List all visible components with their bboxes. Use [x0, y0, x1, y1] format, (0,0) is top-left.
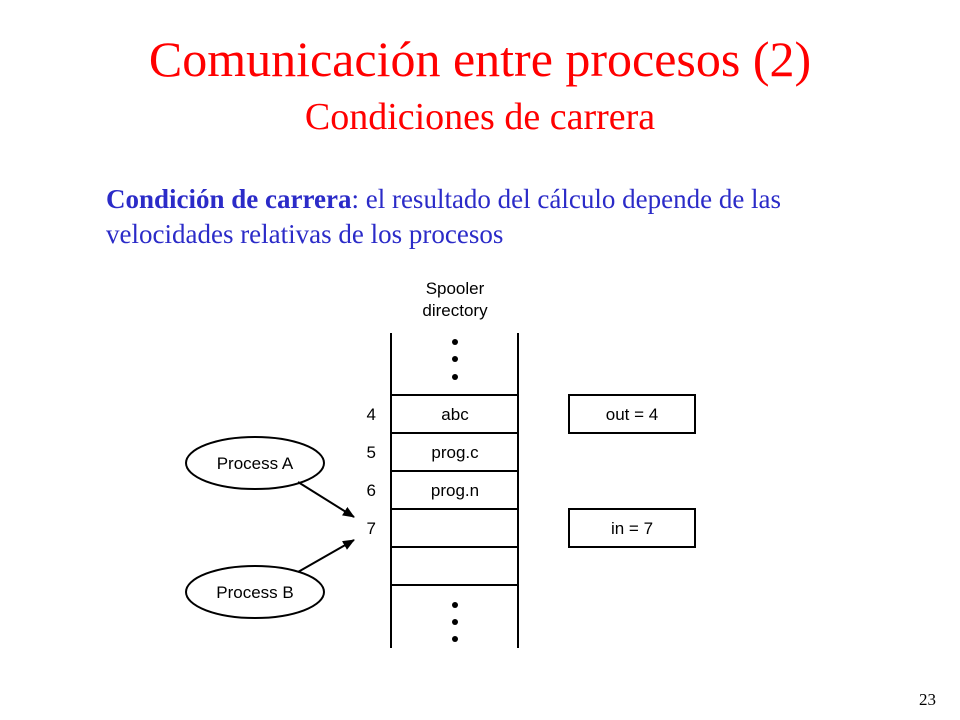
- in-variable-box: [568, 508, 696, 548]
- ellipsis-bottom: [452, 602, 458, 642]
- in-variable-label: in = 7: [611, 519, 653, 538]
- definition-text: : el resultado del cálculo depende de la…: [106, 184, 782, 249]
- process-b-label: Process B: [216, 583, 293, 602]
- out-variable-box: [568, 394, 696, 434]
- slot-content: abc: [441, 405, 469, 424]
- process-b-arrow: [297, 539, 355, 573]
- ellipsis-top: [452, 339, 458, 380]
- slide-subtitle: Condiciones de carrera: [304, 96, 656, 138]
- page-number: 23: [919, 690, 936, 709]
- process-b-ellipse: [185, 565, 325, 619]
- definition-paragraph: Condición de carrera: el resultado del c…: [106, 182, 886, 252]
- slot-index: 6: [367, 481, 376, 500]
- slot-index: 5: [367, 443, 376, 462]
- slide-title: Comunicación entre procesos (2): [148, 31, 812, 87]
- process-a-label: Process A: [217, 454, 294, 473]
- out-variable-label: out = 4: [606, 405, 658, 424]
- spooler-column: [390, 333, 519, 648]
- process-a-ellipse: [185, 436, 325, 490]
- slot-index: 4: [367, 405, 376, 424]
- slot-index: 7: [367, 519, 376, 538]
- spooler-title-line1: Spooler: [426, 279, 485, 298]
- process-a-arrow: [297, 481, 355, 518]
- definition-term: Condición de carrera: [106, 184, 352, 214]
- slot-content: prog.n: [431, 481, 479, 500]
- spooler-title-line2: directory: [422, 301, 488, 320]
- slot-content: prog.c: [431, 443, 479, 462]
